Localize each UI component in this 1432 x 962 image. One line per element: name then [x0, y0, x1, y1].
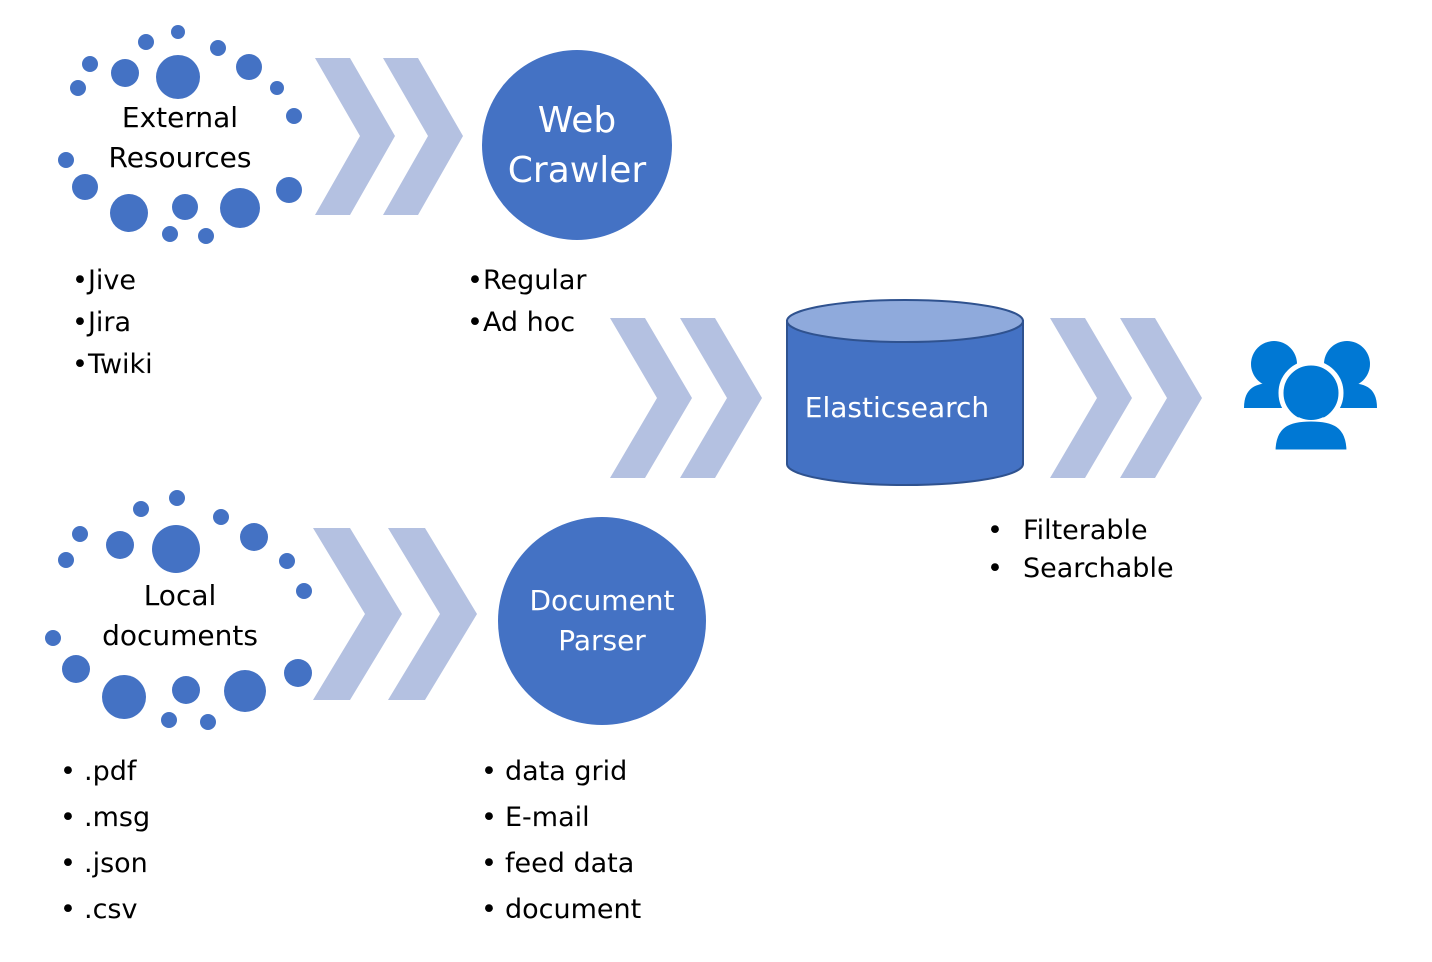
local-documents-list: .pdf .msg .json .csv	[60, 749, 150, 933]
document-parser-label: Document Parser	[498, 581, 706, 661]
web-crawler-label-line2: Crawler	[507, 150, 647, 191]
web-crawler-label-line1: Web	[537, 100, 617, 141]
list-item: Jive	[72, 260, 153, 302]
local-documents-label-line2: documents	[102, 619, 258, 652]
list-item: .json	[60, 841, 150, 887]
local-documents-label: Local documents	[90, 576, 270, 656]
document-parser-node	[498, 517, 706, 725]
external-resources-label-line1: External	[121, 101, 239, 134]
list-item: Jira	[72, 302, 153, 344]
elasticsearch-label: Elasticsearch	[804, 391, 990, 424]
external-resources-list: Jive Jira Twiki	[72, 260, 153, 386]
chevron-arrow-middle	[610, 318, 762, 478]
chevron-arrow-right	[1050, 318, 1202, 478]
external-resources-dot-cluster	[58, 25, 302, 244]
list-item: Filterable	[987, 512, 1174, 550]
list-item: Ad hoc	[467, 302, 587, 344]
list-item: .csv	[60, 887, 150, 933]
list-item: E-mail	[481, 795, 641, 841]
users-icon	[1244, 341, 1377, 455]
web-crawler-node	[482, 50, 672, 240]
chevron-arrow-top	[315, 58, 463, 215]
document-parser-list: data grid E-mail feed data document	[481, 749, 641, 933]
web-crawler-list: Regular Ad hoc	[467, 260, 587, 344]
document-parser-label-line2: Parser	[558, 624, 646, 657]
list-item: Searchable	[987, 550, 1174, 588]
list-item: Twiki	[72, 344, 153, 386]
list-item: feed data	[481, 841, 641, 887]
list-item: .pdf	[60, 749, 150, 795]
elasticsearch-cylinder	[786, 299, 1024, 486]
list-item: .msg	[60, 795, 150, 841]
list-item: document	[481, 887, 641, 933]
elasticsearch-features-list: Filterable Searchable	[987, 512, 1174, 588]
external-resources-label-line2: Resources	[108, 141, 252, 174]
local-documents-label-line1: Local	[143, 579, 217, 612]
list-item: Regular	[467, 260, 587, 302]
local-documents-dot-cluster	[45, 490, 312, 730]
web-crawler-label: Web Crawler	[482, 96, 672, 196]
list-item: data grid	[481, 749, 641, 795]
external-resources-label: External Resources	[90, 98, 270, 178]
document-parser-label-line1: Document	[529, 584, 675, 617]
chevron-arrow-bottom	[313, 528, 477, 700]
